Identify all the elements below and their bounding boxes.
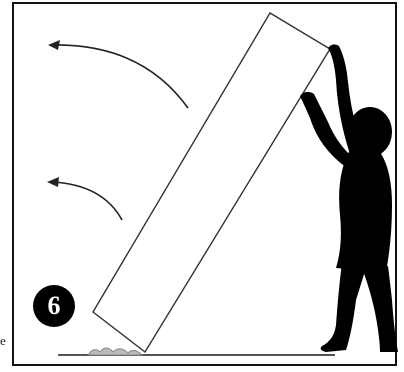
lower-motion-arc [53,182,122,220]
step-number-badge: 6 [33,285,75,327]
person-silhouette-icon [300,44,398,352]
tilted-board [93,13,330,352]
upper-motion-arc [54,45,188,108]
debris-mounds [88,348,142,355]
upper-arrow-head-icon [48,40,60,50]
lower-arrow-head-icon [47,177,59,187]
cropped-edge-text: e [0,333,6,349]
